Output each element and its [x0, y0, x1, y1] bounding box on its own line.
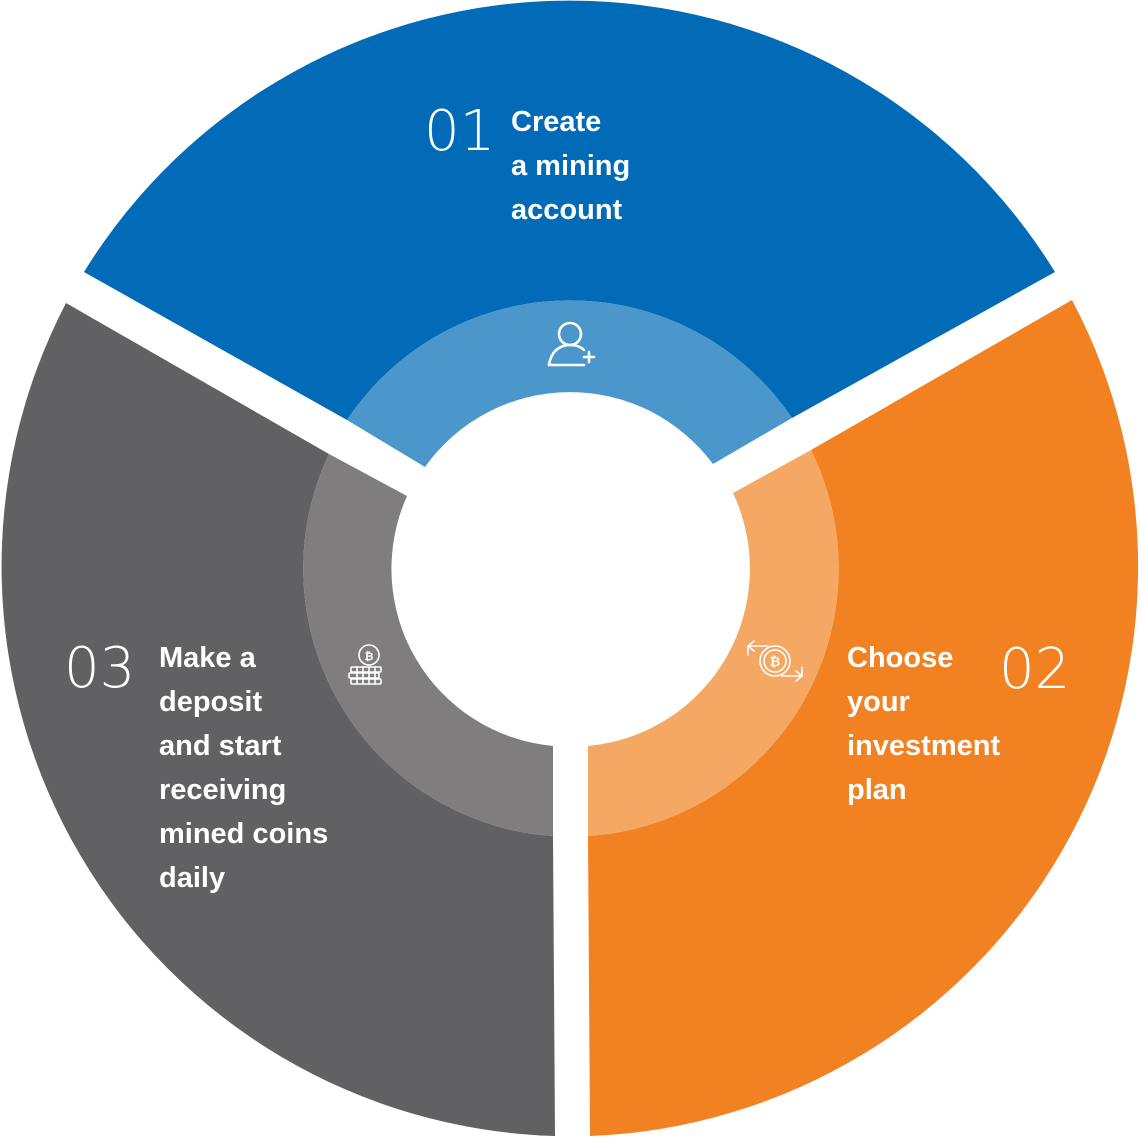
bitcoin-coin-stack-icon: ₿	[348, 644, 382, 685]
step-3-title-line: daily	[159, 862, 225, 894]
step-1-title-line: Create	[511, 106, 601, 138]
step-2-title: Choose your investment plan	[847, 642, 1008, 806]
step-3-number: 03	[64, 636, 135, 701]
svg-text:₿: ₿	[770, 655, 781, 670]
step-1-outer-ring	[84, 0, 1055, 420]
step-2-title-line: Choose	[847, 642, 953, 674]
step-1-number: 01	[424, 99, 495, 164]
svg-text:₿: ₿	[365, 650, 374, 663]
step-1-title-line: a mining	[511, 150, 630, 182]
step-3-title-line: receiving	[159, 774, 286, 806]
step-1-segment	[84, 0, 1055, 467]
step-2-segment	[588, 300, 1139, 1136]
add-user-icon	[547, 321, 596, 367]
step-2-title-line: plan	[847, 774, 907, 806]
step-1-title: Create a mining account	[511, 106, 638, 226]
step-2-title-line: your	[847, 686, 910, 718]
bitcoin-exchange-icon: ₿	[747, 640, 803, 682]
step-3-title: Make a deposit and start receiving mined…	[159, 642, 336, 894]
step-2-outer-ring	[588, 300, 1139, 1136]
step-3-inner-ring	[303, 454, 553, 836]
step-3-title-line: Make a	[159, 642, 257, 674]
step-2-number: 02	[999, 637, 1070, 702]
step-3-outer-ring	[1, 303, 555, 1136]
step-3-title-line: deposit	[159, 686, 262, 718]
step-1-inner-ring	[347, 300, 792, 467]
step-2-inner-ring	[588, 450, 839, 836]
step-3-title-line: and start	[159, 730, 282, 762]
step-2-title-line: investment	[847, 730, 1000, 762]
step-3-title-line: mined coins	[159, 818, 328, 850]
step-3-segment	[1, 303, 555, 1136]
step-1-title-line: account	[511, 194, 623, 226]
